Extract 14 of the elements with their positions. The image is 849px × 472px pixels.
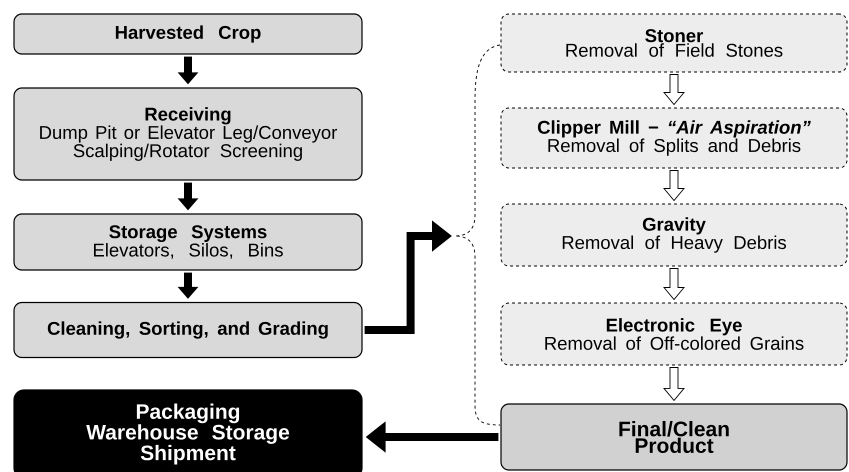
cleaning-step-box: Gravity Removal of Heavy Debris	[500, 204, 848, 266]
cleaning-step-box: Stoner Removal of Field Stones	[500, 14, 848, 72]
hollow-arrow	[663, 367, 685, 402]
process-box: Harvested Crop	[13, 13, 363, 55]
output-box: Packaging Warehouse Storage Shipment	[13, 389, 363, 472]
product-box: Final/Clean Product	[500, 403, 848, 471]
hollow-arrow	[663, 268, 685, 300]
hollow-arrow	[663, 170, 685, 202]
cleaning-step-box: Clipper Mill − “Air Aspiration” Removal of Splits and Debris	[500, 108, 848, 168]
process-box: Cleaning, Sorting, and Grading	[13, 302, 363, 358]
hollow-arrow	[663, 74, 685, 106]
cleaning-step-box: Electronic Eye Removal of Off-colored Grains	[500, 302, 848, 366]
process-box: Storage Systems Elevators, Silos, Bins	[13, 213, 363, 271]
process-box: Receiving Dump Pit or Elevator Leg/Conveyor Scalping/Rotator Screening	[13, 87, 363, 181]
